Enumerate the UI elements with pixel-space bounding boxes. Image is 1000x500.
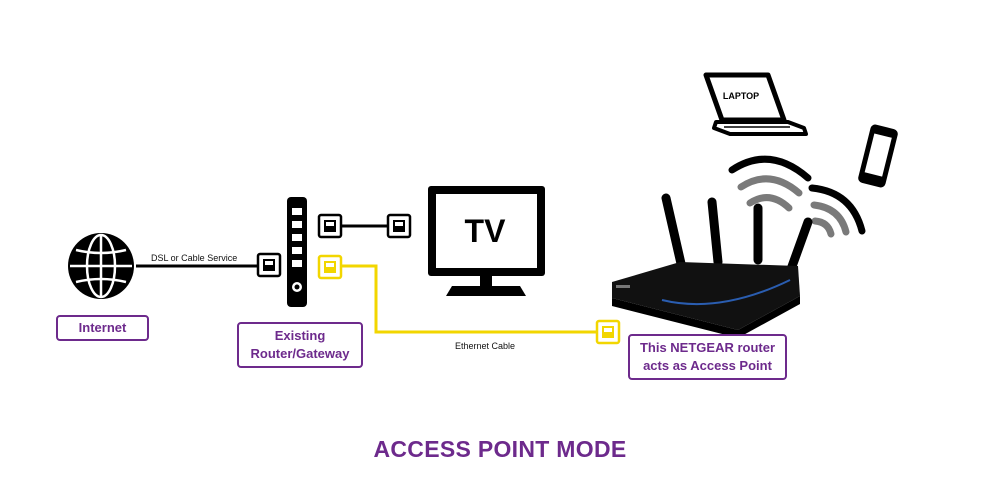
router-gateway-label: Existing Router/Gateway (237, 322, 363, 368)
netgear-access-point-label: This NETGEAR router acts as Access Point (628, 334, 787, 380)
dsl-cable-label: DSL or Cable Service (151, 253, 238, 263)
globe-icon (68, 233, 134, 299)
tv-icon (428, 186, 545, 296)
ethernet-port-yellow-icon (317, 254, 343, 280)
smartphone-icon (858, 124, 898, 188)
router-gateway-label-line1: Existing (274, 328, 326, 343)
modem-router-icon (287, 197, 307, 307)
netgear-label-line1: This NETGEAR router (639, 340, 776, 355)
ethernet-port-icon (317, 213, 343, 239)
wifi-router-icon (612, 193, 813, 338)
ethernet-port-icon (386, 213, 412, 239)
internet-label-text: Internet (78, 320, 127, 335)
laptop-label: LAPTOP (722, 91, 760, 101)
laptop-icon (703, 72, 808, 136)
router-gateway-label-line2: Router/Gateway (250, 346, 350, 361)
ethernet-port-yellow-icon (595, 319, 621, 345)
ethernet-port-icon (256, 252, 282, 278)
ethernet-cable-label: Ethernet Cable (455, 341, 516, 351)
netgear-label-line2: acts as Access Point (643, 358, 772, 373)
ethernet-cable (341, 264, 597, 334)
wifi-signal-icon (728, 155, 812, 212)
tv-label: TV (464, 213, 506, 249)
internet-label: Internet (56, 315, 149, 341)
wifi-signal-icon (808, 184, 866, 238)
diagram-title: ACCESS POINT MODE (373, 436, 627, 462)
